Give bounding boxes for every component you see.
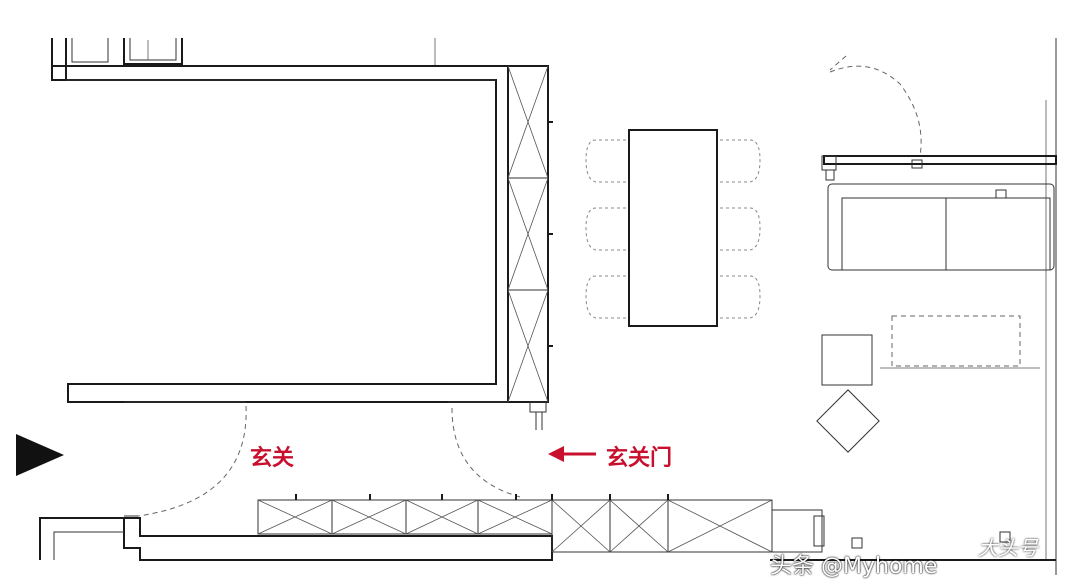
foyer-door-label: 玄关门 (606, 446, 673, 471)
watermark-text: 头条 @Myhome (770, 554, 938, 579)
top-left-walls (51, 38, 436, 81)
living-area (816, 38, 1057, 575)
large-room (52, 65, 509, 403)
left-arrow-icon (548, 446, 596, 462)
entrance-triangle-icon (16, 434, 64, 476)
watermark-logo: 大头号 (978, 536, 1038, 560)
entry-doors (124, 401, 525, 517)
foyer-label: 玄关 (250, 446, 295, 471)
cabinet-column (507, 65, 553, 430)
shoe-cabinets (257, 494, 825, 553)
dining-set (585, 129, 761, 327)
